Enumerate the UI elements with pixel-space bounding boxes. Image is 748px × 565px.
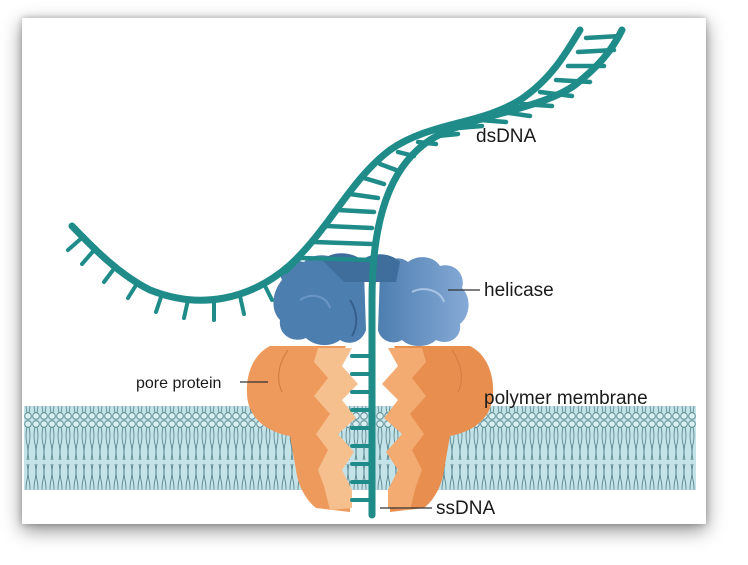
pore-protein (246, 346, 494, 512)
label-dsdna: dsDNA (476, 126, 537, 147)
label-polymer-membrane: polymer membrane (484, 388, 648, 409)
label-helicase: helicase (484, 280, 554, 301)
dsdna-helix (66, 26, 626, 519)
label-pore-protein: pore protein (136, 375, 221, 392)
leader-lines (240, 289, 480, 509)
label-ssdna: ssDNA (436, 498, 495, 519)
